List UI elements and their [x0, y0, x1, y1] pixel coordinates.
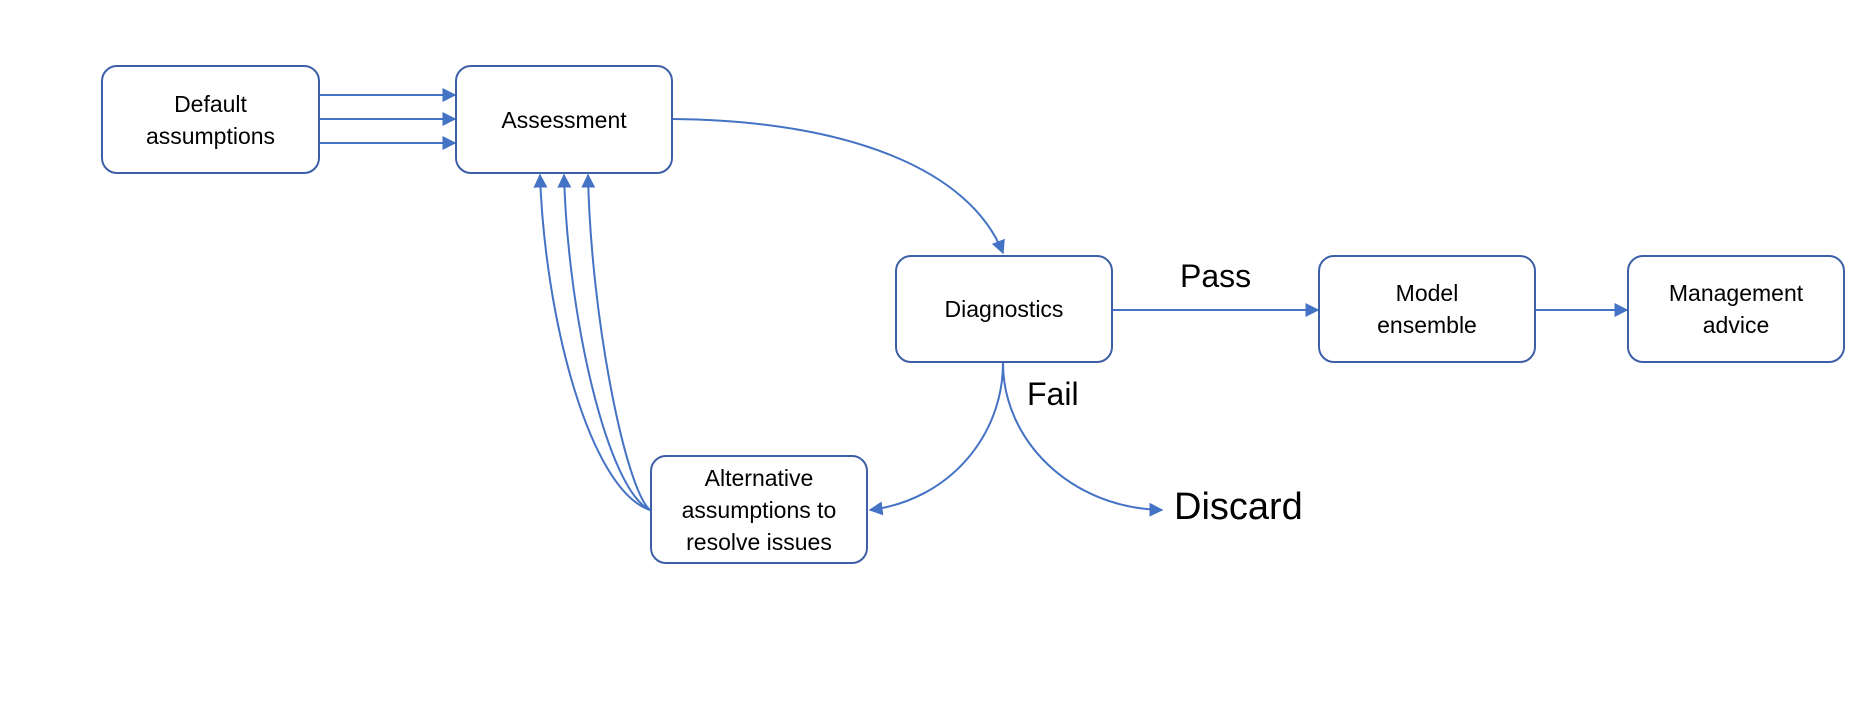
node-default-assumptions: Default assumptions: [101, 65, 320, 174]
edge-alternative-to-assessment-3: [581, 173, 651, 511]
edge-assessment-to-diagnostics: [672, 118, 1005, 255]
edge-diagnostics-to-alternative: [868, 362, 1004, 516]
edge-diagnostics-to-discard: [1002, 362, 1164, 517]
edge-alternative-to-assessment: [533, 173, 651, 511]
edge-alternative-to-assessment-1: [533, 173, 651, 511]
edge-default-to-assessment: [320, 88, 457, 150]
node-assessment: Assessment: [455, 65, 673, 174]
node-alternative-assumptions: Alternative assumptions to resolve issue…: [650, 455, 868, 564]
node-model-ensemble: Model ensemble: [1318, 255, 1536, 363]
node-diagnostics: Diagnostics: [895, 255, 1113, 363]
node-management-advice: Management advice: [1627, 255, 1845, 363]
label-discard: Discard: [1174, 486, 1303, 528]
label-pass: Pass: [1180, 258, 1252, 294]
label-fail: Fail: [1027, 376, 1079, 412]
edge-alternative-to-assessment-2: [557, 173, 651, 511]
